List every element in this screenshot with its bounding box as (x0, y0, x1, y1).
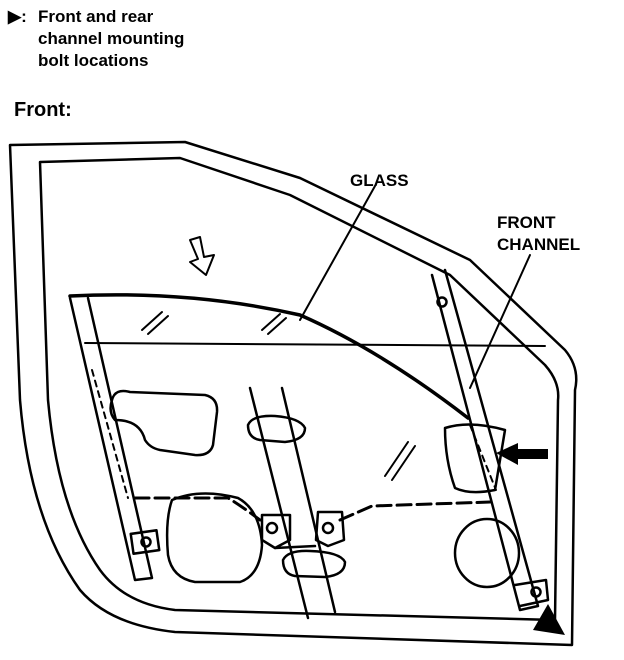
bolt-pointer-arrow-icon (496, 443, 548, 465)
regulator-rail (248, 386, 337, 620)
door-outer-panel (8, 140, 578, 647)
glass-inner-line (84, 342, 546, 347)
regulator-clamp-bridge (273, 544, 317, 550)
rear-channel-dashes (91, 369, 129, 499)
front-channel-leader-line (469, 254, 531, 389)
access-hole-center (165, 492, 264, 584)
regulator-clamp-right-bolt-icon (321, 521, 335, 535)
regulator-clamp-right (314, 510, 346, 548)
front-channel-label-line-2: CHANNEL (497, 235, 581, 254)
access-hole-upper-left (109, 389, 219, 457)
front-channel-bracket (443, 423, 507, 494)
legend-line-1: Front and rear (38, 7, 154, 26)
front-channel (430, 268, 540, 612)
access-hole-front-round (453, 517, 521, 589)
section-title: Front: (14, 99, 72, 121)
regulator-lower-roller (281, 549, 347, 579)
rear-channel (68, 296, 154, 582)
front-channel-lower-bracket (513, 578, 550, 608)
glass-edge (68, 293, 470, 420)
bolt-location-triangle-icon (533, 604, 565, 635)
glass-reflection (141, 311, 416, 481)
bolt-location-marker-icon: ▶: (8, 7, 27, 26)
legend-line-2: channel mounting (38, 29, 185, 48)
door-inner-frame (38, 156, 560, 622)
regulator-upper-roller (246, 414, 307, 444)
front-channel-dashes (469, 424, 497, 491)
front-channel-lower-bolt-icon (530, 586, 542, 598)
regulator-cable (133, 496, 492, 522)
front-channel-label-line-1: FRONT (497, 213, 556, 232)
glass-leader-line (299, 185, 376, 321)
regulator-clamp-left-bolt-icon (265, 521, 279, 535)
legend: ▶: Front and rear channel mounting bolt l… (8, 6, 184, 72)
regulator-clamp-left (260, 513, 292, 550)
front-channel-upper-bolt-icon (436, 296, 448, 308)
rear-channel-bolt-icon (140, 536, 152, 548)
glass-direction-arrow-icon (189, 236, 215, 276)
glass-label: GLASS (350, 171, 409, 190)
rear-channel-bracket (129, 529, 161, 555)
legend-line-3: bolt locations (38, 51, 149, 70)
